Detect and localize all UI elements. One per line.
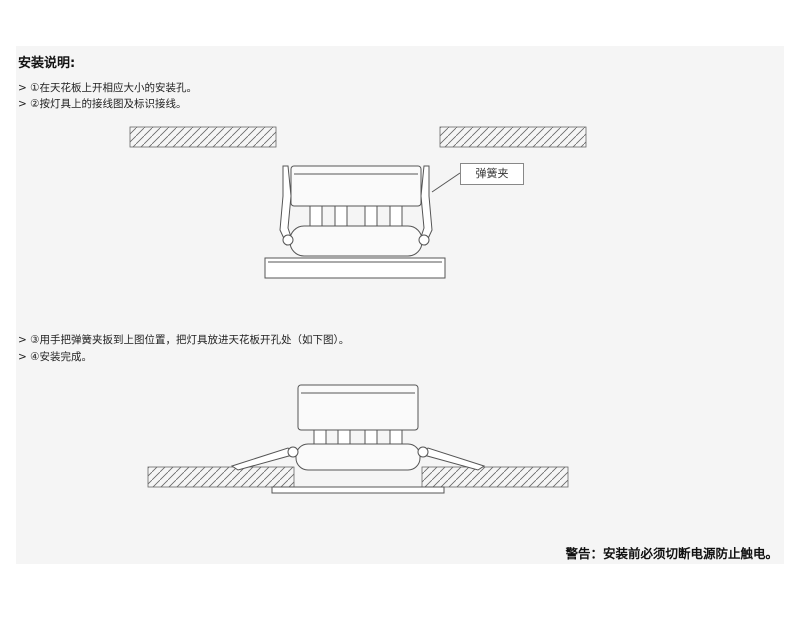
ceiling-installed [147,466,569,488]
step-3-text: > ③用手把弹簧夹扳到上图位置，把灯具放进天花板开孔处（如下图）。 [18,334,350,346]
downlight-fixture-top [264,165,461,279]
downlight-fixture-installed [230,384,486,494]
spring-clip-callout: 弹簧夹 [460,163,524,185]
ceiling-right-top [439,126,587,148]
instructions-title: 安装说明: [18,56,76,71]
ceiling-left-top [129,126,277,148]
step-2-text: > ②按灯具上的接线图及标识接线。 [18,98,187,110]
step-1-text: > ①在天花板上开相应大小的安装孔。 [18,82,198,94]
step-4-text: > ④安装完成。 [18,351,93,363]
safety-warning: 警告：安装前必须切断电源防止触电。 [565,546,778,561]
